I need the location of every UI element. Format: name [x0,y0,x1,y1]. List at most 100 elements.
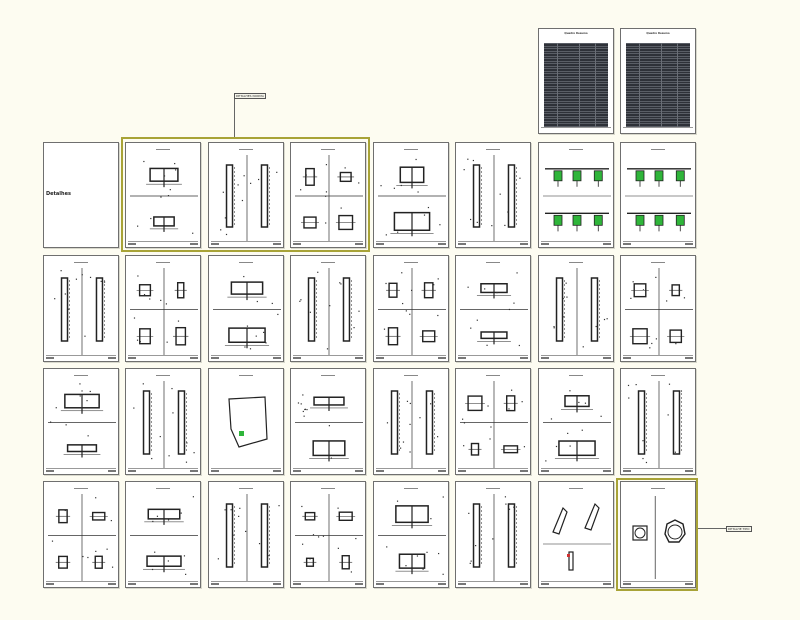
schedule-row-line [544,45,608,47]
sheet-r3c6-tb-left [458,470,466,472]
sheet-r4c4-tb-right [355,583,363,585]
schedule-row-line [544,93,608,94]
schedule-row-line [626,118,690,119]
sheet-r4c8 [620,481,696,588]
schedule-row-line [626,83,690,84]
schedule-row-line [626,50,690,52]
sheet-r3c7-title-bar [569,375,583,376]
schedule-row-line [544,55,608,57]
sheet-r2c4-title-bar [321,262,335,263]
schedule-row-line [626,73,690,74]
sheet-r4c2-tb-left [128,583,136,585]
sheet-r2c7-title-bar [569,262,583,263]
schedule-col-line [661,43,663,127]
schedule-row-line [544,110,608,112]
sheet-r2c8-drawing [625,268,693,355]
sheet-r4c4 [290,481,366,588]
schedule-row-line [544,115,608,117]
sheet-r3c5 [373,368,449,475]
schedule-row-line [544,68,608,69]
schedule-table-1 [544,43,608,127]
sheet-r4c8-drawing [632,496,686,579]
sheet-r1c5-tb-left [376,243,384,245]
schedule-row-line [544,73,608,74]
sheet-r1c2-drawing [130,160,198,234]
schedule-col-line [556,43,558,127]
sheet-r2c8-tb-right [685,357,693,359]
sheet-r1c8-drawing [625,168,693,232]
sheet-r2c2-tb-right [190,357,198,359]
sheet-r3c6 [455,368,531,475]
schedule-row-line [544,125,608,127]
sheet-r2c5-drawing [378,268,446,355]
sheet-r2c6-drawing [460,272,528,347]
schedule-table-2 [626,43,690,127]
sheet-r2c5 [373,255,449,362]
schedule-row-line [544,43,608,44]
sheet-r1c7-tb-left [541,243,549,245]
sheet-r2c6-tb-left [458,357,466,359]
sheet-r2c5-title-block [376,355,446,359]
sheet-r3c3-drawing [228,396,268,448]
sheet-r1c4-title-block [293,241,363,245]
sheet-r3c8-tb-left [623,470,631,472]
sheet-r4c7 [538,481,614,588]
sheet-r2c7-drawing [553,268,608,355]
sheet-r2c5-title-bar [404,262,418,263]
sheet-r3c3-title-block [211,468,281,472]
sheet-r3c2-tb-left [128,470,136,472]
schedule-title-1: Quadro Resumo [564,32,588,35]
sheet-r3c8 [620,368,696,475]
callout-detalhe-tipo: DETALHE TIPO [726,526,752,532]
sheet-r4c1-drawing [48,494,116,581]
schedule-row-line [544,48,608,49]
sheet-r3c2 [125,368,201,475]
sheet-r3c2-title-block [128,468,198,472]
sheet-r3c3-title-bar [239,375,253,376]
sheet-r3c5-tb-left [376,470,384,472]
sheet-r2c8-title-bar [651,262,665,263]
sheet-r4c5-tb-left [376,583,384,585]
sheet-r3c6-title-bar [486,375,500,376]
sheet-r2c2-drawing [130,268,198,355]
sheet-r2c1 [43,255,119,362]
sheet-r3c4-tb-left [293,470,301,472]
schedule-row-line [544,88,608,89]
sheet-r3c7-drawing [543,390,611,462]
schedule-row-line [544,83,608,84]
sheet-r3c1-tb-right [108,470,116,472]
sheet-r4c3-tb-left [211,583,219,585]
schedule-row-line [544,113,608,114]
sheet-r4c6-tb-right [520,583,528,585]
sheet-r4c4-drawing [295,494,363,581]
sheet-r4c7-title-block [541,581,611,585]
sheet-r1c8-tb-left [623,243,631,245]
sheet-r4c6-tb-left [458,583,466,585]
schedule-row-line [626,93,690,94]
schedule-row-line [544,70,608,72]
sheet-r3c1-drawing [48,383,116,458]
schedule-row-line [626,60,690,62]
schedule-row-line [626,43,690,44]
sheet-r1c7-tb-right [603,243,611,245]
sheet-r1c2-title-bar [156,149,170,150]
sheet-r4c3-tb-right [273,583,281,585]
sheet-r2c8-title-block [623,355,693,359]
schedule-row-line [544,60,608,62]
sheet-r2c7-tb-left [541,357,549,359]
sheet-r1c8-title-block [623,241,693,245]
sheet-r1c6-title-bar [486,149,500,150]
sheet-r4c2-drawing [130,496,198,575]
schedule-row-line [626,48,690,49]
schedule-row-line [626,53,690,54]
sheet-r4c1-tb-left [46,583,54,585]
sheet-r1c7-title-block [541,241,611,245]
sheet-r4c2-title-bar [156,488,170,489]
schedule-col-line [677,43,679,127]
schedule-row-line [626,68,690,69]
sheet-r1c3-title-block [211,241,281,245]
schedule-sheet-2: Quadro Resumo [620,28,696,134]
sheet-r1c5-drawing [378,158,446,237]
sheet-r4c1 [43,481,119,588]
schedule-row-line [626,95,690,97]
